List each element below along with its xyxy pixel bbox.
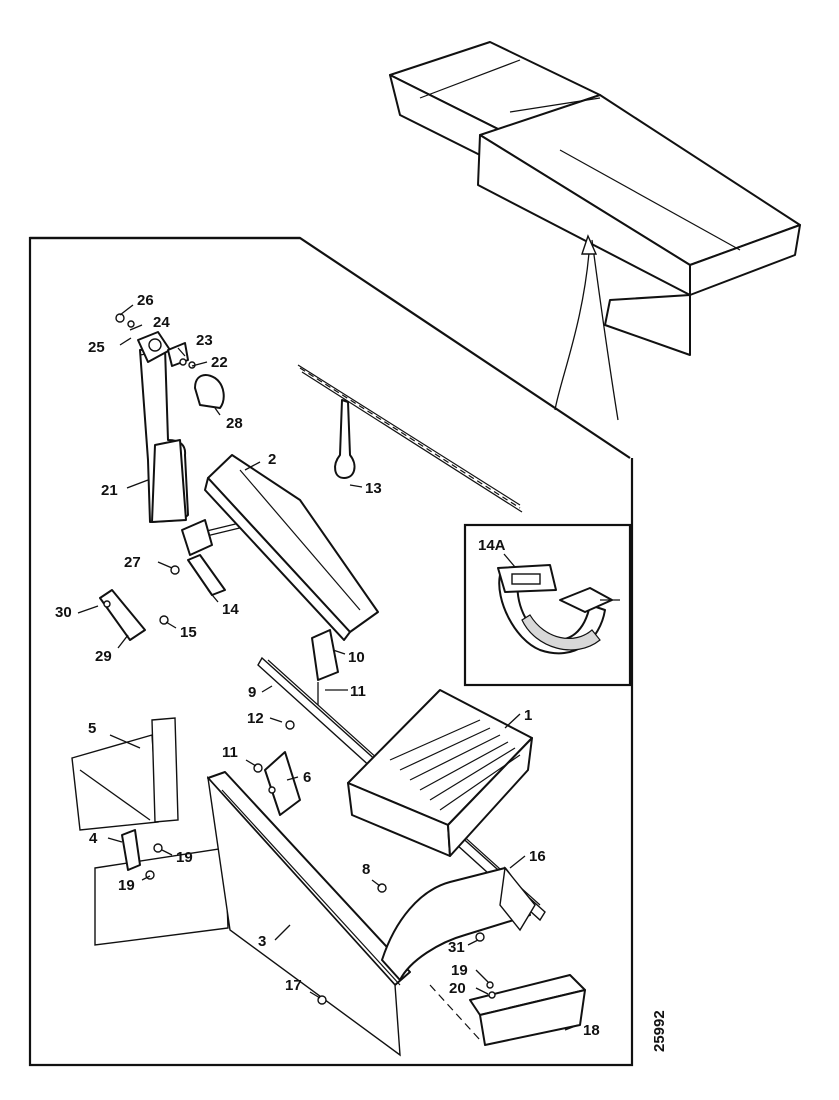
callout-1: 1 bbox=[524, 707, 532, 724]
callout-8: 8 bbox=[362, 861, 370, 878]
callout-28: 28 bbox=[226, 415, 243, 432]
callout-30: 30 bbox=[55, 604, 72, 621]
inset-14a bbox=[463, 523, 632, 687]
callout-27: 27 bbox=[124, 554, 141, 571]
callout-11-upper: 11 bbox=[350, 683, 366, 700]
callout-29: 29 bbox=[95, 648, 112, 665]
callout-13: 13 bbox=[365, 480, 382, 497]
callout-19-left: 19 bbox=[118, 877, 135, 894]
callout-labels: 26 24 25 23 22 28 2 13 21 14A 27 30 14 1… bbox=[55, 292, 600, 1039]
callout-5: 5 bbox=[88, 720, 96, 737]
seat-cushion bbox=[347, 689, 533, 857]
belt-assembly bbox=[115, 304, 225, 523]
callout-19-right: 19 bbox=[176, 849, 193, 866]
callout-17: 17 bbox=[285, 977, 302, 994]
callout-4: 4 bbox=[89, 830, 98, 847]
callout-18: 18 bbox=[583, 1022, 600, 1039]
seat-overview bbox=[389, 41, 801, 356]
callout-24: 24 bbox=[153, 314, 170, 331]
callout-14a: 14A bbox=[478, 537, 506, 554]
callout-2: 2 bbox=[268, 451, 276, 468]
roof-rail bbox=[297, 364, 523, 513]
tray-18 bbox=[429, 969, 586, 1046]
detail-connector bbox=[30, 234, 631, 459]
callout-26: 26 bbox=[137, 292, 154, 309]
backrest bbox=[204, 454, 379, 641]
figure-code: 25992 bbox=[651, 1010, 668, 1052]
callout-9: 9 bbox=[248, 684, 256, 701]
side-frame bbox=[206, 771, 411, 1057]
callout-16: 16 bbox=[529, 848, 546, 865]
callout-22: 22 bbox=[211, 354, 228, 371]
callout-6: 6 bbox=[303, 769, 311, 786]
side-panel bbox=[71, 717, 229, 946]
anchor-hardware bbox=[77, 519, 253, 649]
callout-23: 23 bbox=[196, 332, 213, 349]
callout-11-lower: 11 bbox=[222, 744, 238, 761]
callout-12: 12 bbox=[247, 710, 264, 727]
callout-10: 10 bbox=[348, 649, 365, 666]
callout-25: 25 bbox=[88, 339, 105, 356]
callout-21: 21 bbox=[101, 482, 118, 499]
callout-15: 15 bbox=[180, 624, 197, 641]
bracket-6 bbox=[245, 751, 301, 816]
seat-base bbox=[309, 855, 536, 1005]
detail-frame bbox=[28, 236, 634, 1067]
callout-19-tray: 19 bbox=[451, 962, 468, 979]
callout-14: 14 bbox=[222, 601, 239, 618]
callout-3: 3 bbox=[258, 933, 266, 950]
callout-20: 20 bbox=[449, 980, 466, 997]
callout-31: 31 bbox=[448, 939, 465, 956]
